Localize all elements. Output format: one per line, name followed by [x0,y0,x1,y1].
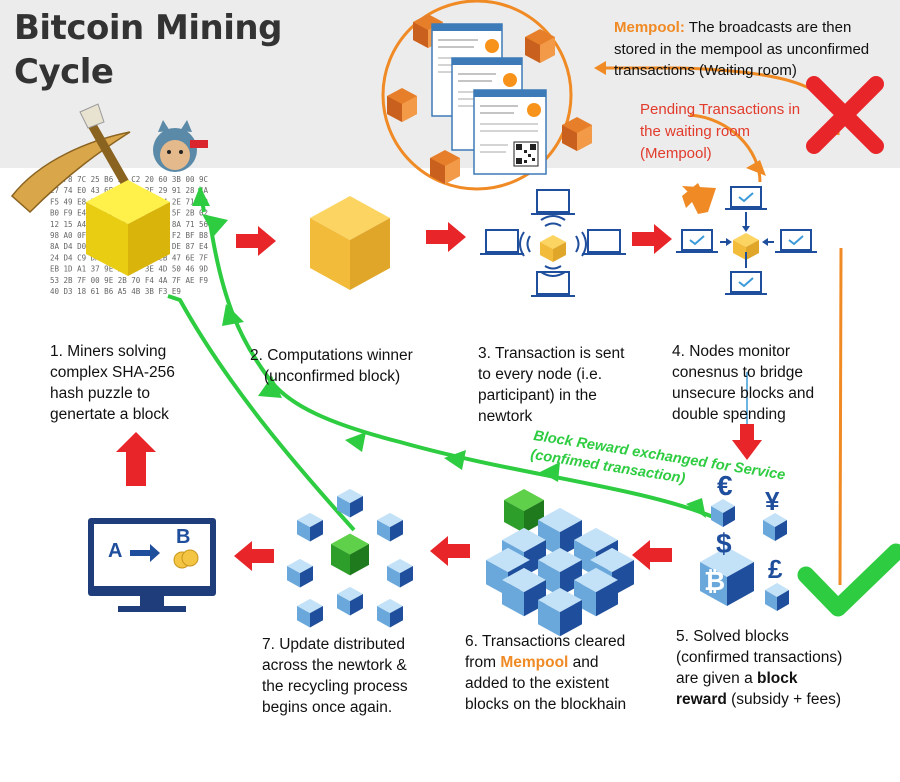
yen-symbol: ¥ [765,486,780,516]
arrow-up-icon [116,432,156,486]
laptop-icon [531,271,575,297]
block-icon [538,587,582,637]
blockchain-cluster [486,489,634,637]
arrow-head [746,160,766,176]
bitcoin-icon [485,39,499,53]
coin-icon [173,549,199,569]
block-icon [430,150,460,184]
label-a: A [108,540,123,562]
laptop-check-icon [725,186,767,210]
small-block-icon [765,583,789,611]
laptop-icon [480,229,524,255]
step-5-text: 5. Solved blocks (confirmed transactions… [676,628,843,708]
distributed-network [287,488,413,628]
green-block-icon [331,533,369,576]
document-icon [473,89,547,175]
transaction-documents [431,23,547,175]
pending-note: Pending Transactions in the waiting room… [640,101,801,162]
broadcast-network [480,189,626,297]
small-block-icon [763,513,787,541]
qr-code-icon [513,141,539,167]
laptop-check-icon [775,229,817,253]
bitcoin-symbol: ₿ [704,566,726,596]
miner-cat-icon [153,120,208,172]
mined-gold-block [86,180,170,276]
euro-symbol: € [717,470,733,501]
arrow-left-icon [430,536,470,566]
block-icon [287,558,313,588]
block-icon [337,586,363,616]
step-6-text: 6. Transactions cleared from Mempool and… [465,633,627,713]
pickaxe-icon [10,103,133,214]
block-icon [562,117,592,151]
bitcoin-icon [503,73,517,87]
block-icon [337,488,363,518]
laptop-icon [531,189,575,215]
block-icon [387,558,413,588]
pound-symbol: £ [768,554,783,584]
flow-arrows-top [236,222,672,256]
dollar-symbol: $ [716,528,732,559]
reward-blocks [700,499,789,611]
block-icon [525,29,555,63]
arrow-right-icon [130,544,160,562]
block-icon [297,598,323,628]
block-icon [574,567,618,617]
red-x-icon [806,76,884,154]
green-block-icon [504,489,544,533]
block-icon [297,512,323,542]
arrow-left-icon [234,541,274,571]
small-block-icon [711,499,735,527]
green-check-icon [797,543,900,617]
block-icon [377,512,403,542]
mempool-circle [381,0,573,191]
transfer-monitor [88,518,216,612]
arrow-head [594,61,606,75]
flow-arrows-bottom [234,536,672,571]
block-icon [377,598,403,628]
laptop-check-icon [676,229,718,253]
arrow-right-icon [632,224,672,254]
laptop-check-icon [725,271,767,295]
arrow-down-icon [732,372,762,460]
consensus-network [676,186,817,295]
mempool-note: Mempool: The broadcasts are then stored … [614,19,870,79]
step-2-text: 2. Computations winner(unconfirmed block… [250,347,413,385]
block-icon [387,88,417,122]
arrow-right-icon [236,226,276,256]
arrow-left-icon [632,540,672,570]
winner-gold-block [310,196,390,290]
bitcoin-block [700,547,754,606]
bitcoin-icon [527,103,541,117]
green-arrowheads [192,186,706,518]
laptop-icon [582,229,626,255]
page-title: Bitcoin Mining Cycle [14,8,282,92]
label-b: B [176,526,191,548]
arrow-right-icon [426,222,466,252]
